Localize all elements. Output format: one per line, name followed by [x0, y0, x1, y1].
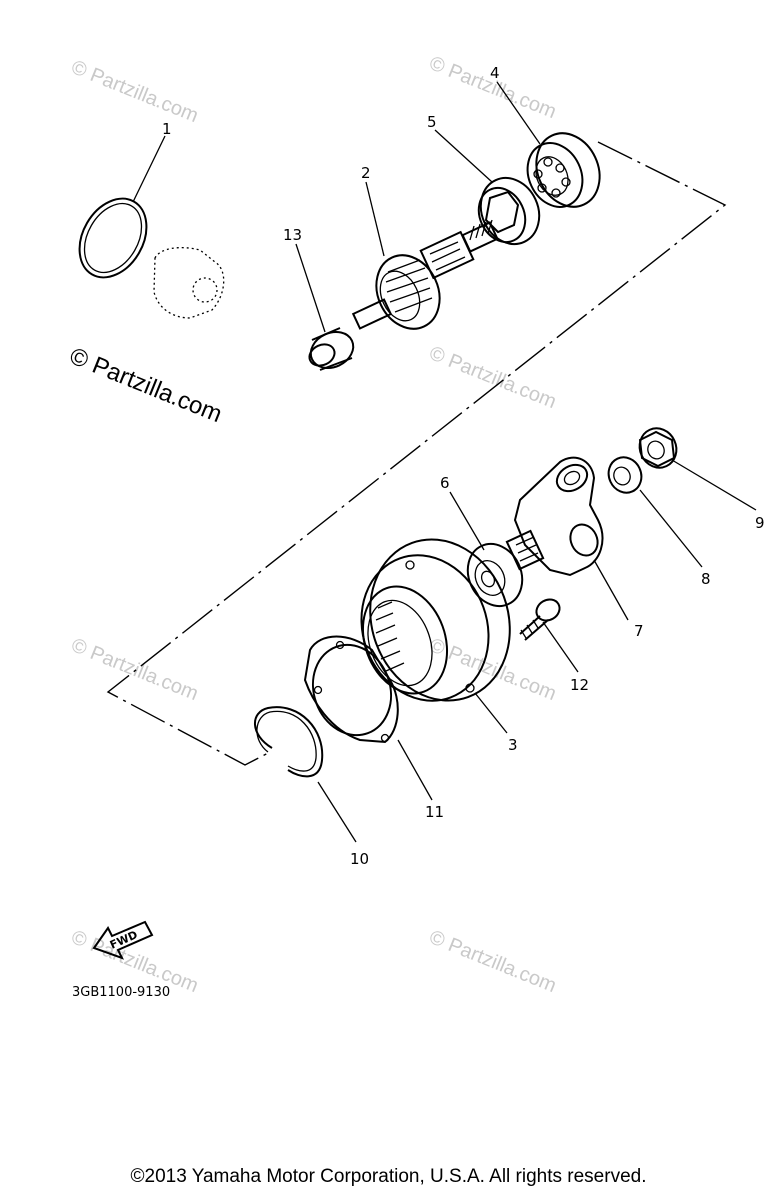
watermark: © Partzilla.com	[68, 634, 201, 705]
part-11-gasket	[303, 635, 399, 744]
watermark: © Partzilla.com	[68, 56, 201, 127]
callout-6: 6	[440, 474, 450, 492]
watermark: © Partzilla.com	[426, 52, 559, 123]
part-13-bearing	[308, 327, 355, 371]
callout-4: 4	[490, 64, 500, 82]
callout-1: 1	[162, 120, 172, 138]
callout-3: 3	[508, 736, 518, 754]
leader-lines	[132, 81, 757, 843]
assembly-outline	[106, 141, 727, 766]
callout-11: 11	[425, 803, 444, 821]
callout-7: 7	[634, 622, 644, 640]
part-3-housing	[360, 538, 511, 702]
part-4-ball-bearing	[526, 132, 601, 208]
callout-2: 2	[361, 164, 371, 182]
part-2-drive-shaft	[351, 219, 499, 330]
part-10-circlip	[254, 706, 324, 778]
watermark: © Partzilla.com	[426, 342, 559, 413]
watermark: © Partzilla.com	[426, 926, 559, 997]
callout-13: 13	[283, 226, 302, 244]
part-12-bolt	[519, 598, 561, 641]
callout-8: 8	[701, 570, 711, 588]
part-9-nut	[638, 427, 678, 469]
part-7-yoke	[505, 456, 604, 577]
watermark-bold: © Partzilla.com	[66, 343, 226, 429]
callout-5: 5	[427, 113, 437, 131]
copyright-footer: ©2013 Yamaha Motor Corporation, U.S.A. A…	[130, 1166, 647, 1187]
part-8-washer	[607, 456, 643, 494]
part-code: 3GB1100-9130	[72, 985, 170, 1000]
callout-9: 9	[755, 514, 765, 532]
part-1-o-ring	[78, 197, 225, 319]
part-6-bearing	[466, 542, 524, 608]
part-5-hex-spacer	[477, 176, 541, 246]
callouts: 1 2 13 5 4 6 7 8 9 12 3 11 10	[162, 64, 765, 868]
callout-10: 10	[350, 850, 369, 868]
callout-12: 12	[570, 676, 589, 694]
